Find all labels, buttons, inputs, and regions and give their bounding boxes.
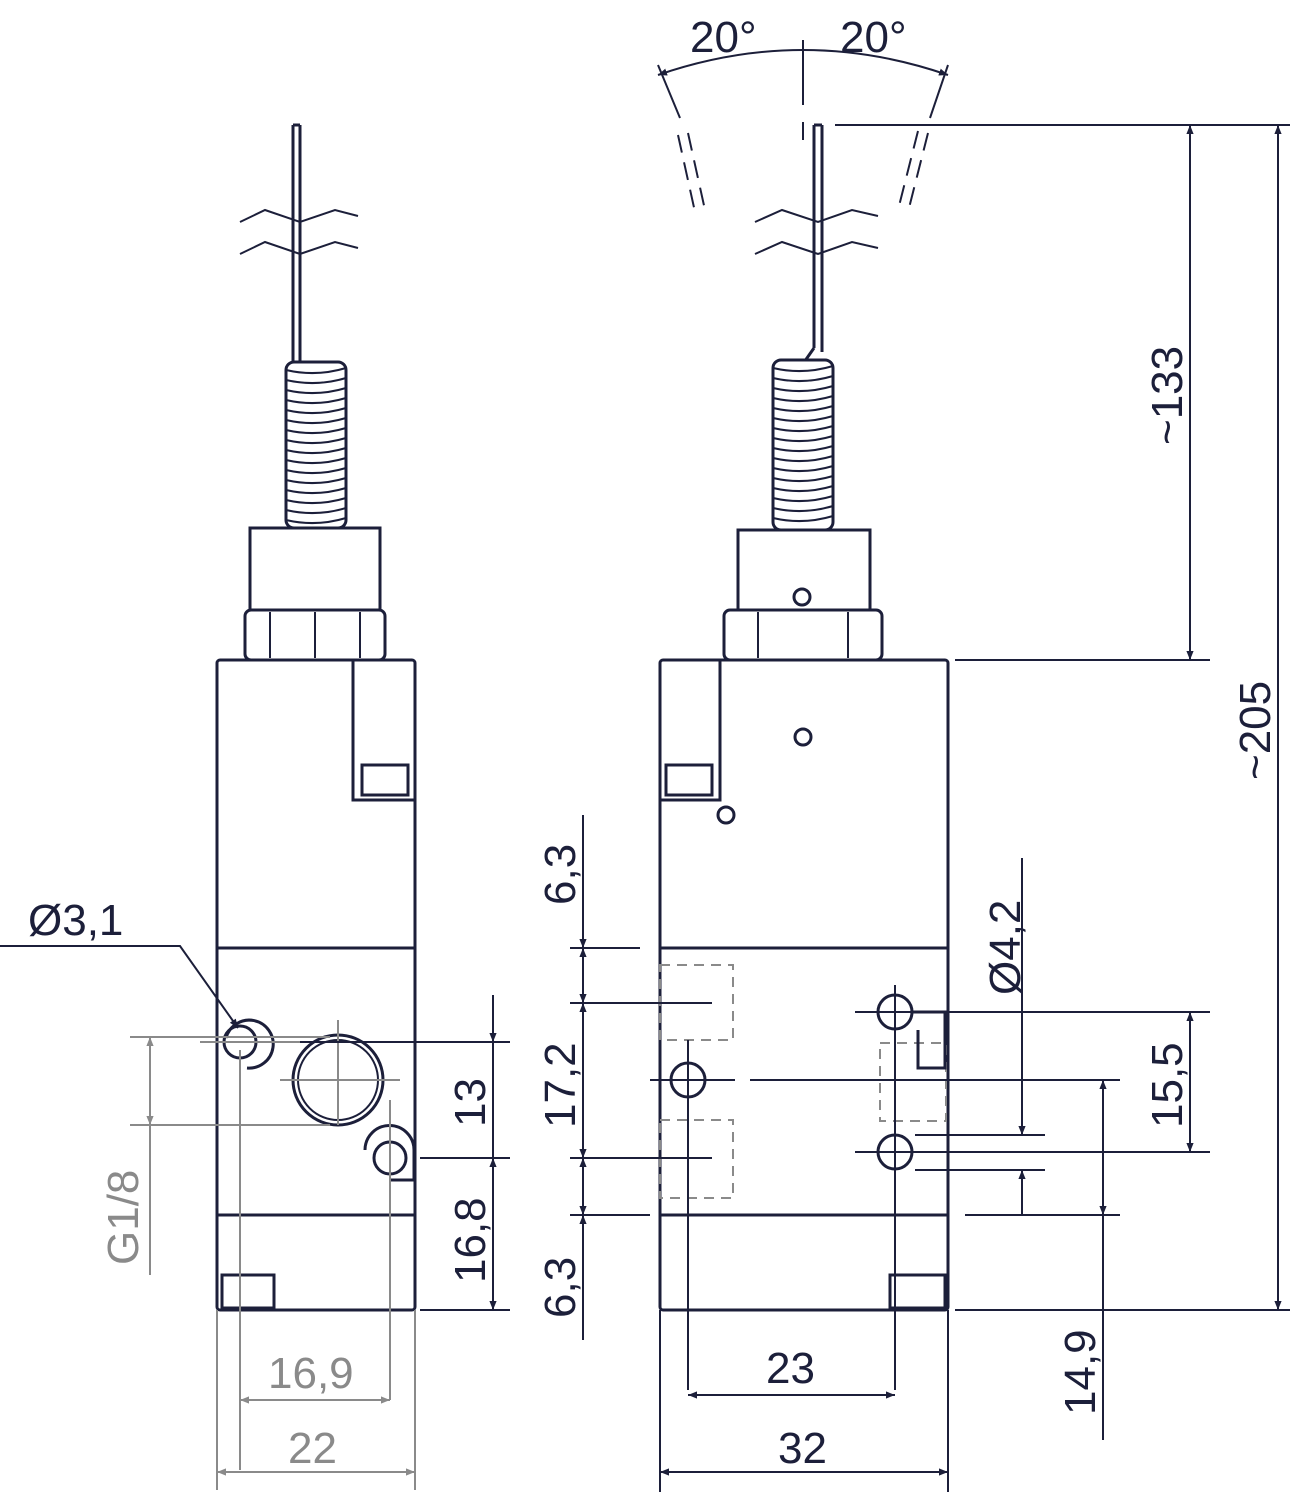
side-view bbox=[0, 123, 510, 1490]
bushing-front bbox=[736, 528, 872, 612]
bottom-6-3-label: 6,3 bbox=[536, 1257, 585, 1318]
valve-body-front bbox=[658, 658, 950, 1312]
spring-front bbox=[771, 358, 835, 532]
valve-body-side bbox=[215, 658, 417, 1312]
width-23-label: 23 bbox=[766, 1344, 815, 1393]
lever-length-label: ~133 bbox=[1143, 346, 1192, 445]
actuator-wire-front bbox=[754, 123, 879, 369]
pitch-16-8-label: 16,8 bbox=[446, 1197, 495, 1283]
hex-nut bbox=[243, 608, 387, 662]
width-32-label: 32 bbox=[778, 1424, 827, 1473]
hex-nut-front bbox=[722, 608, 884, 662]
width-22-label: 22 bbox=[288, 1424, 337, 1473]
angle-left-label: 20° bbox=[690, 13, 757, 62]
hole-small-label: Ø3,1 bbox=[28, 896, 123, 945]
top-6-3-label: 6,3 bbox=[536, 844, 585, 905]
actuator-wire bbox=[239, 123, 359, 362]
front-view bbox=[570, 40, 1290, 1492]
angle-right-label: 20° bbox=[840, 13, 907, 62]
offset-14-9-label: 14,9 bbox=[1056, 1329, 1105, 1415]
port-thread-label: G1/8 bbox=[99, 1170, 148, 1265]
pitch-13-label: 13 bbox=[446, 1078, 495, 1127]
total-height-label: ~205 bbox=[1231, 681, 1280, 780]
width-16-9-label: 16,9 bbox=[268, 1349, 354, 1398]
hole-pitch-label: 15,5 bbox=[1143, 1042, 1192, 1128]
mount-hole-label: Ø4,2 bbox=[981, 900, 1030, 995]
mid-17-2-label: 17,2 bbox=[536, 1042, 585, 1128]
bushing bbox=[248, 526, 382, 612]
spring bbox=[284, 360, 348, 530]
